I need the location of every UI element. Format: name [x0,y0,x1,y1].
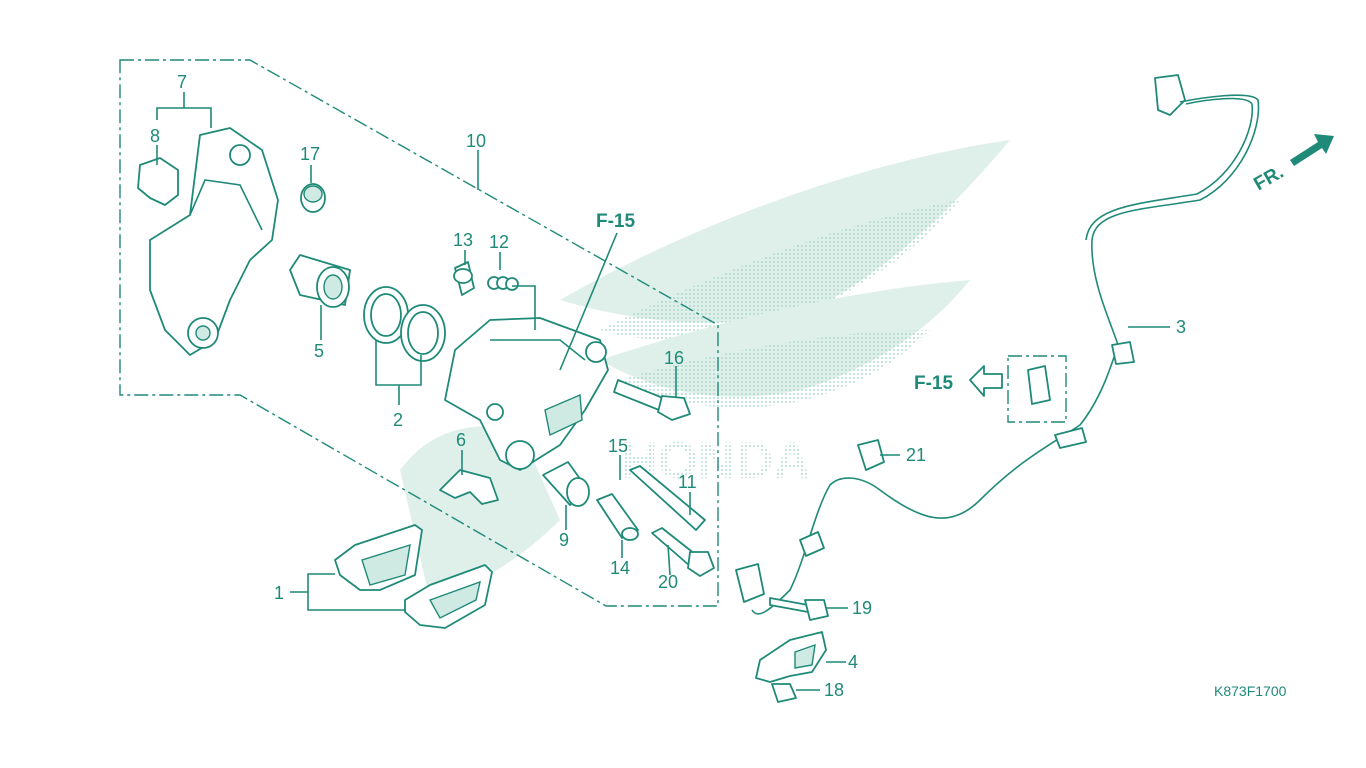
wheel-speed-sensor-cable [735,74,1260,615]
callout-20: 20 [658,572,678,592]
piston-seals [363,286,446,362]
callout-1: 1 [274,583,284,603]
retainer-clip [137,157,179,206]
diagram-code: K873F1700 [1214,683,1287,699]
sleeve [596,493,639,541]
caliper-body [444,317,609,471]
cable-stay [755,631,827,683]
callout-8: 8 [150,126,160,146]
callout-18: 18 [824,680,844,700]
callout-4: 4 [848,652,858,672]
watermark-wing-logo: HONDA [400,140,1010,600]
leader-lines [156,92,1170,691]
pin-boot [542,461,590,507]
assembly-boundary [119,59,719,607]
caliper-pin-bolt [613,379,691,421]
f15-inset [969,355,1067,423]
pad-spring [439,469,499,505]
callout-13: 13 [453,230,473,250]
boot-cap [300,183,326,213]
brake-pads [334,524,493,629]
sensor-bolt [769,597,829,621]
reference-label-f15-caliper: F-15 [596,211,636,232]
callout-5: 5 [314,341,324,361]
arrow-right-icon [1290,134,1334,166]
callout-6: 6 [456,430,466,450]
callout-12: 12 [489,232,509,252]
callout-3: 3 [1176,317,1186,337]
callout-labels: 7 8 17 10 13 12 5 2 16 6 15 11 9 14 20 1… [150,72,1186,700]
callout-9: 9 [559,530,569,550]
callout-16: 16 [664,348,684,368]
f15-arrow-icon [969,365,1003,397]
caliper-bracket [149,127,279,356]
callout-2: 2 [393,410,403,430]
callout-11: 11 [678,472,697,492]
callout-19: 19 [852,598,872,618]
callout-17: 17 [300,144,320,164]
stay-bolt [771,683,797,703]
reference-label-f15-inset: F-15 [914,373,954,394]
callout-10: 10 [466,131,486,151]
pad-pin [629,465,706,531]
front-direction-arrow [1290,134,1334,166]
front-direction-label: FR. [1250,162,1287,195]
callout-7: 7 [177,72,187,92]
caliper-bolt [651,527,715,577]
piston [289,254,351,308]
bleeder-cap [487,276,519,291]
bleeder-valve [453,261,475,296]
callout-21: 21 [906,445,926,465]
cable-clamp [857,439,885,471]
callout-14: 14 [610,558,630,578]
callout-15: 15 [608,436,628,456]
